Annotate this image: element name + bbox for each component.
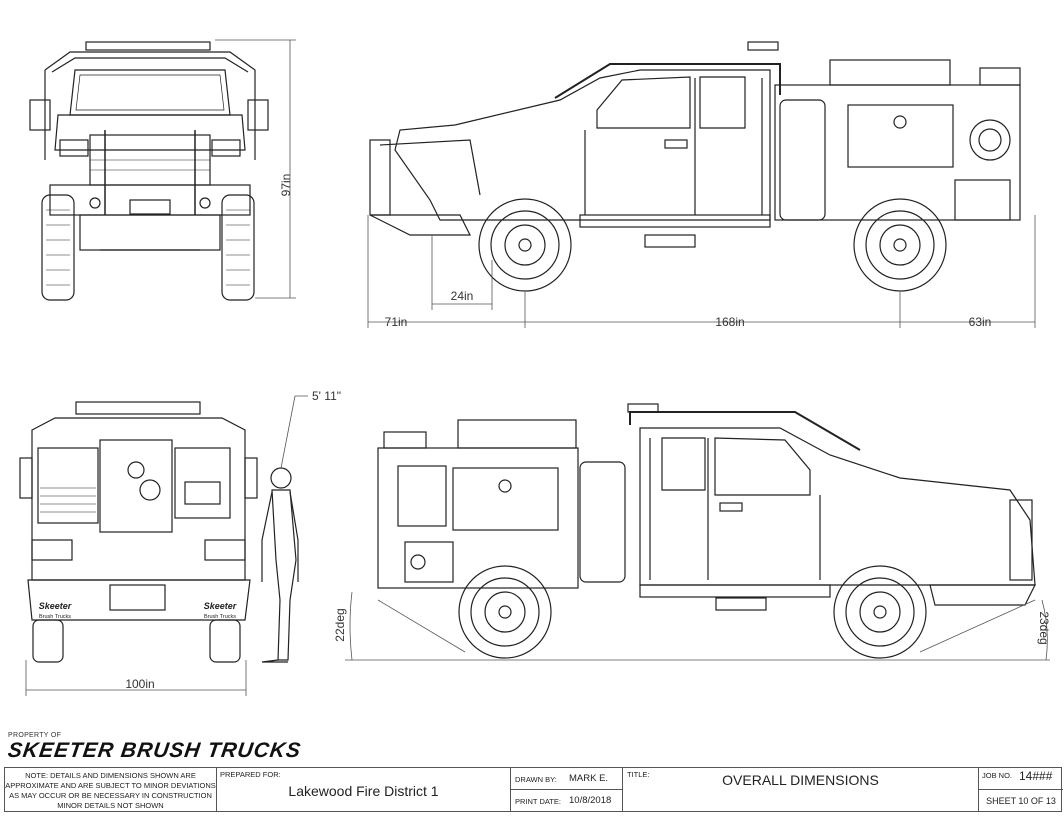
company-name: SKEETER BRUSH TRUCKS	[6, 739, 303, 762]
side-view-right: 22deg 23deg	[333, 403, 1051, 661]
front-view: 97in	[29, 39, 296, 301]
dim-front-overhang: 71in	[385, 315, 408, 329]
drawn-cell: DRAWN BY: MARK E. PRINT DATE: 10/8/2018	[511, 768, 623, 811]
person-scale-figure: 5' 11"	[261, 389, 341, 663]
rear-view: Skeeter Brush Trucks Skeeter Brush Truck…	[19, 401, 258, 696]
rear-logo-left: Skeeter	[39, 601, 72, 611]
title-block: NOTE: DETAILS AND DIMENSIONS SHOWN ARE A…	[4, 767, 1063, 812]
dim-departure-angle: 22deg	[333, 608, 347, 641]
job-no-label: JOB NO.	[982, 771, 1013, 780]
dim-approach-angle: 23deg	[1037, 611, 1051, 644]
dim-step: 24in	[451, 289, 474, 303]
side-view-left: 71in 24in 168in 63in	[367, 41, 1036, 329]
print-date-value: 10/8/2018	[569, 794, 612, 806]
rear-logo-left-sub: Brush Trucks	[39, 614, 71, 620]
job-no-value: 14###	[1019, 769, 1053, 783]
drawn-by-label: DRAWN BY:	[515, 775, 557, 784]
sheet-number: SHEET 10 OF 13	[986, 795, 1056, 806]
title-cell: TITLE: OVERALL DIMENSIONS	[623, 768, 979, 811]
job-cell: JOB NO. 14### SHEET 10 OF 13	[979, 768, 1063, 811]
prepared-for-label: PREPARED FOR:	[220, 770, 281, 779]
property-of-label: PROPERTY OF	[8, 732, 62, 739]
dim-width: 100in	[125, 677, 154, 691]
disclaimer-note: NOTE: DETAILS AND DIMENSIONS SHOWN ARE A…	[5, 768, 217, 811]
dim-wheelbase: 168in	[715, 315, 744, 329]
prepared-for-value: Lakewood Fire District 1	[288, 783, 439, 799]
rear-logo-right-sub: Brush Trucks	[204, 614, 236, 620]
print-date-label: PRINT DATE:	[515, 796, 561, 806]
dim-person-height: 5' 11"	[312, 389, 341, 403]
drawn-by-value: MARK E.	[569, 773, 609, 784]
company-branding: PROPERTY OF SKEETER BRUSH TRUCKS	[6, 732, 303, 762]
dim-rear-overhang: 63in	[969, 315, 992, 329]
dim-height: 97in	[279, 174, 293, 197]
drawing-title: OVERALL DIMENSIONS	[722, 772, 879, 788]
rear-logo-right: Skeeter	[204, 601, 237, 611]
technical-drawing: 97in	[19, 39, 1051, 696]
prepared-for-cell: PREPARED FOR: Lakewood Fire District 1	[217, 768, 511, 811]
title-label: TITLE:	[627, 770, 650, 779]
